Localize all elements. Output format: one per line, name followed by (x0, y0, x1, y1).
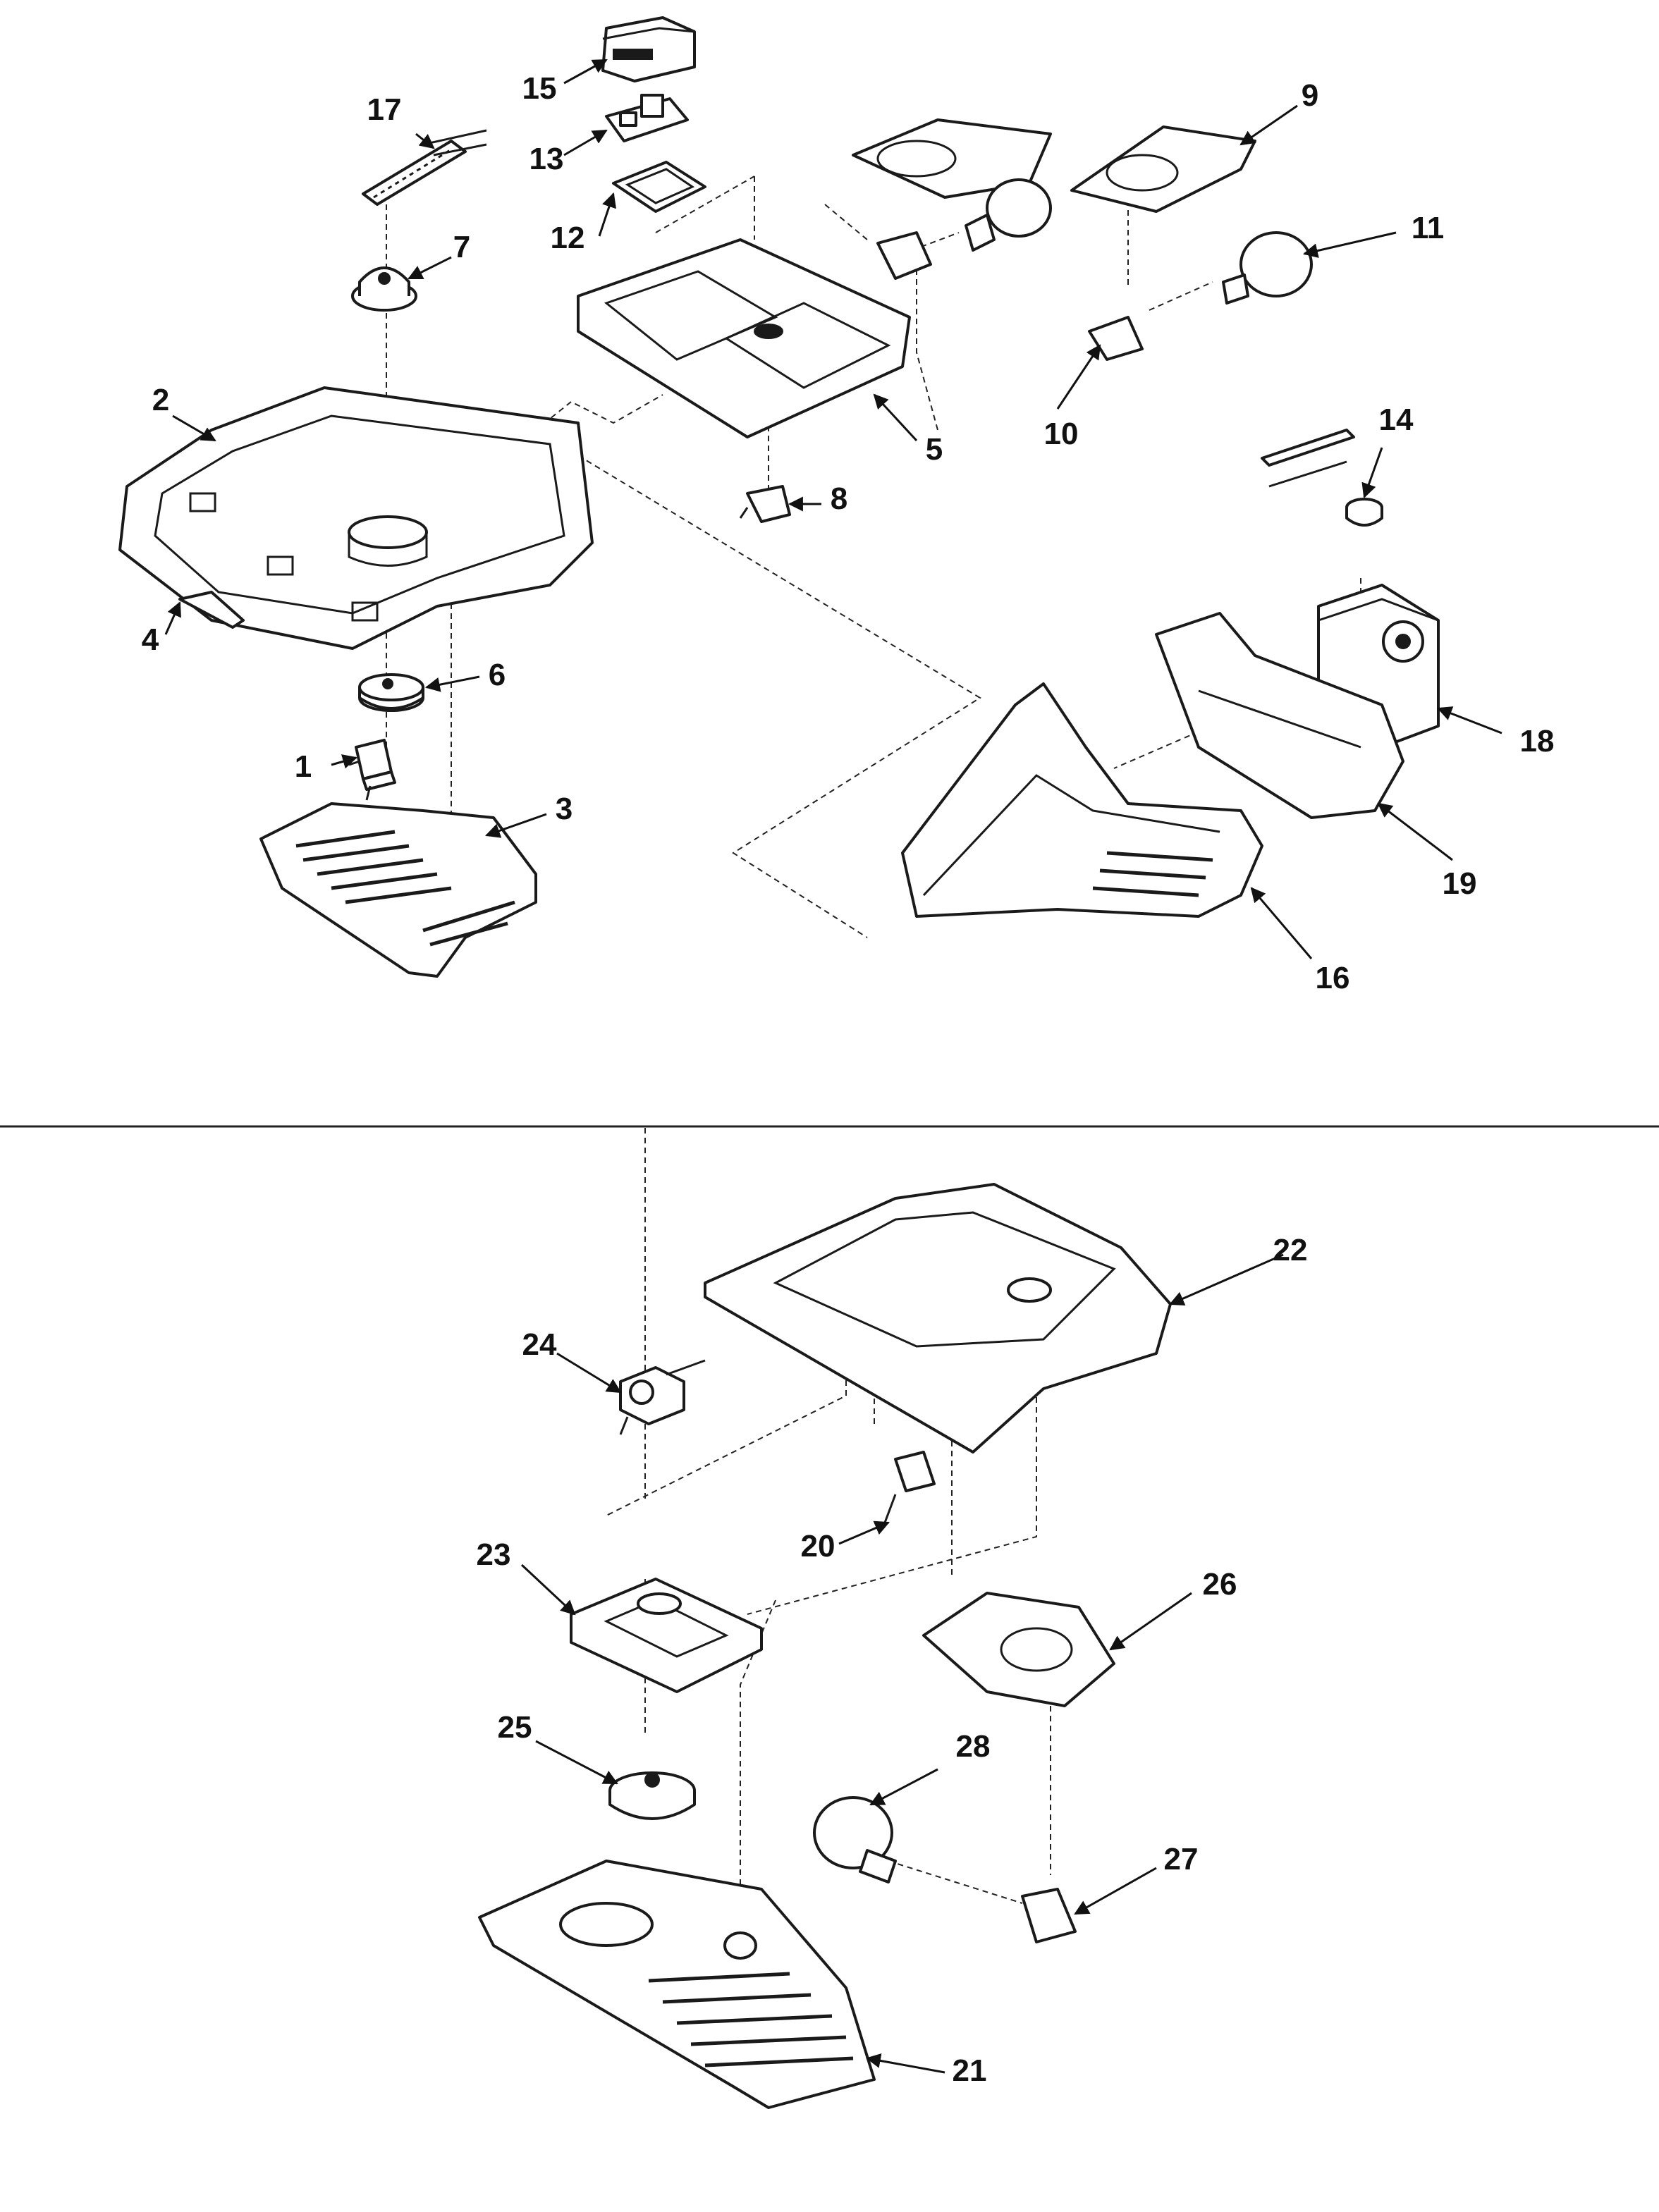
callout-20: 20 (801, 1529, 835, 1563)
part-10-socket (1088, 316, 1144, 361)
part-24-thermostat (619, 1359, 706, 1435)
part-13-control-board (605, 94, 689, 142)
callout-15: 15 (522, 71, 557, 106)
part-7-socket (351, 266, 417, 312)
part-3-grille (259, 802, 537, 978)
part-socket-left (876, 231, 932, 280)
part-25-knob (608, 1771, 696, 1820)
part-9-lamp-shade (1070, 125, 1256, 213)
part-1-switch (348, 739, 396, 801)
callout-12: 12 (551, 221, 585, 255)
callout-4: 4 (142, 622, 159, 657)
part-4-lens (178, 591, 245, 629)
callout-9: 9 (1302, 78, 1318, 113)
callout-16: 16 (1316, 961, 1350, 995)
part-16-trim (901, 682, 1263, 918)
part-11-bulb (1222, 231, 1313, 305)
callout-25: 25 (498, 1710, 532, 1745)
callout-23: 23 (477, 1537, 511, 1572)
part-27-socket (1021, 1888, 1077, 1943)
callout-7: 7 (453, 230, 470, 264)
part-26-lamp-shade (922, 1592, 1115, 1707)
callout-2: 2 (152, 383, 169, 417)
callout-1: 1 (295, 749, 312, 784)
callout-26: 26 (1203, 1567, 1237, 1602)
part-15-control-cover (601, 16, 696, 82)
callout-8: 8 (831, 481, 847, 516)
callout-21: 21 (953, 2053, 987, 2088)
part-23-bracket (570, 1578, 763, 1693)
callout-19: 19 (1443, 866, 1477, 901)
callout-28: 28 (956, 1729, 991, 1764)
part-22-frame (704, 1183, 1172, 1454)
callout-10: 10 (1044, 417, 1079, 451)
part-21-tray (478, 1860, 876, 2109)
callout-27: 27 (1164, 1842, 1199, 1876)
callout-13: 13 (529, 142, 564, 176)
leader-lines (164, 59, 1502, 2074)
part-6-knob (358, 673, 424, 712)
callout-6: 6 (489, 658, 506, 692)
part-14-knob (1261, 429, 1383, 527)
part-bulb-left (965, 178, 1052, 252)
callout-3: 3 (556, 792, 573, 826)
part-12-board-bracket (612, 161, 706, 213)
callout-22: 22 (1273, 1233, 1308, 1267)
part-20-switch (883, 1451, 936, 1523)
callout-18: 18 (1520, 724, 1555, 758)
callout-24: 24 (522, 1327, 557, 1362)
callout-11: 11 (1412, 211, 1445, 245)
callout-17: 17 (367, 92, 402, 127)
part-2-upper-housing (118, 386, 594, 650)
part-19-dispenser-housing (1155, 612, 1404, 819)
callout-14: 14 (1379, 403, 1414, 437)
part-5-mounting-plate (577, 238, 911, 438)
callout-5: 5 (926, 432, 943, 467)
callout-labels: 1 2 3 4 5 6 7 8 9 10 11 12 13 14 15 16 1… (142, 71, 1555, 2088)
part-lamp-shade-left (852, 118, 1052, 199)
part-28-bulb (813, 1796, 897, 1884)
part-8-socket (739, 485, 791, 523)
